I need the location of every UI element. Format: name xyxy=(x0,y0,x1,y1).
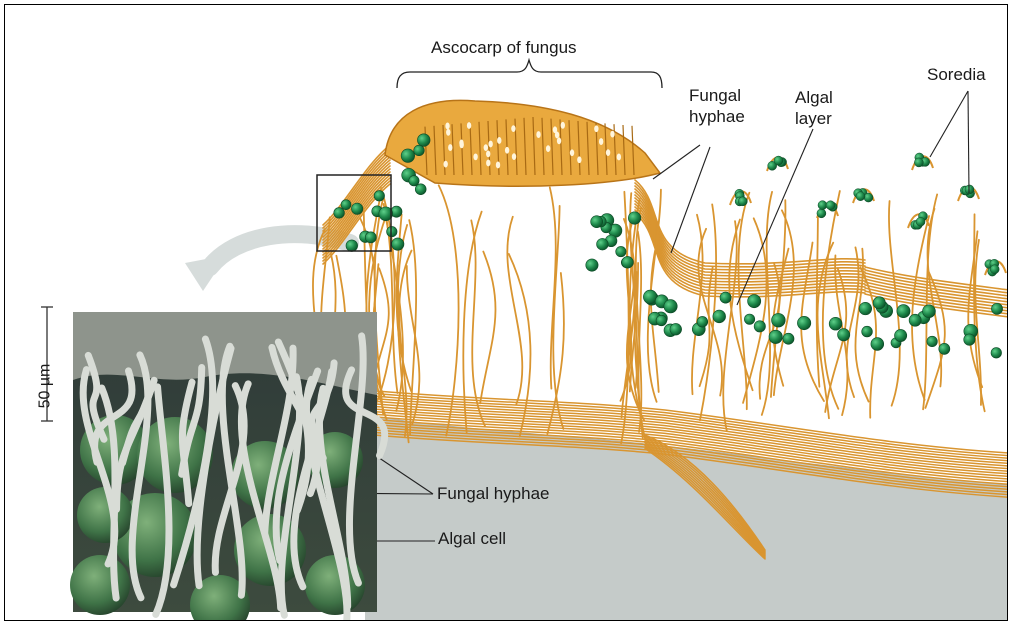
figure-frame: Ascocarp of fungus Fungal hyphae Algal l… xyxy=(4,4,1008,621)
label-fungal-hyphae-micro: Fungal hyphae xyxy=(437,483,549,504)
label-fungal-hyphae-top-1: Fungal xyxy=(689,85,741,106)
ascocarp-bracket xyxy=(397,60,662,88)
label-ascocarp: Ascocarp of fungus xyxy=(431,37,577,58)
lichen-cross-section-illustration xyxy=(5,5,1008,621)
label-algal-cell: Algal cell xyxy=(438,528,506,549)
soredia-clusters xyxy=(730,153,1006,276)
label-algal-layer-2: layer xyxy=(795,108,832,129)
label-soredia: Soredia xyxy=(927,64,986,85)
label-fungal-hyphae-top-2: hyphae xyxy=(689,106,745,127)
sem-micrograph xyxy=(70,312,385,621)
label-algal-layer-1: Algal xyxy=(795,87,833,108)
scale-bar-label: 50 µm xyxy=(36,364,54,409)
